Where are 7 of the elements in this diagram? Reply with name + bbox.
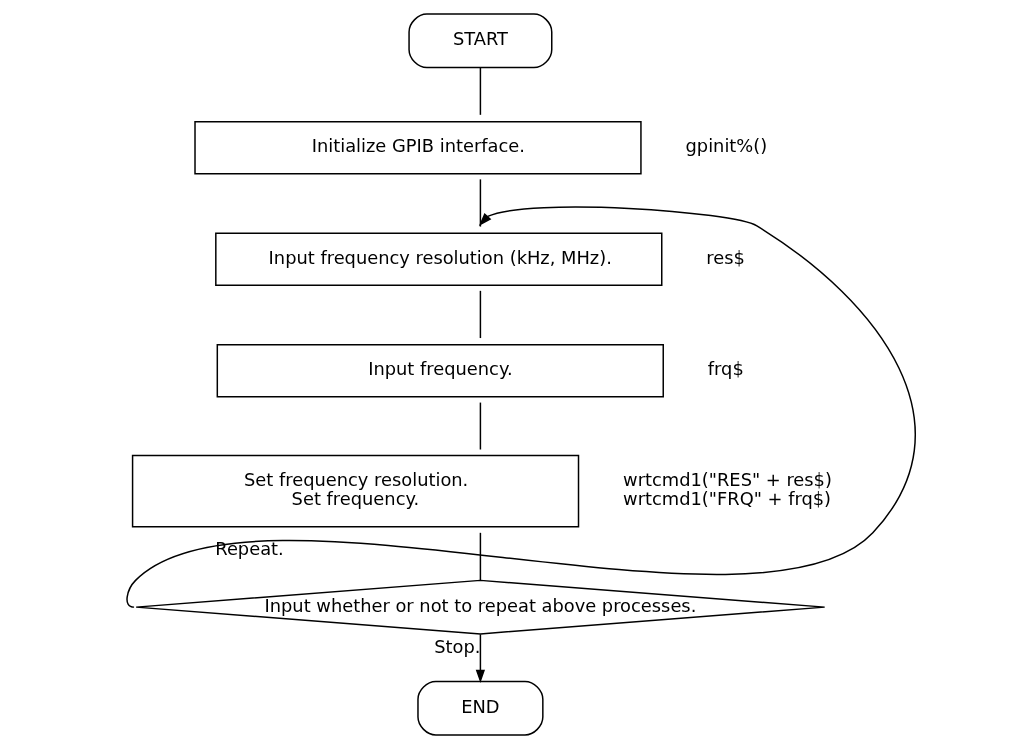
edge-label: Repeat.	[215, 537, 284, 559]
node-label: gpinit%()	[685, 135, 768, 157]
node-label: wrtcmd1("FRQ" + frq$)	[623, 488, 832, 510]
node-label: wrtcmd1("RES" + res$)	[623, 469, 832, 491]
edge-label: Stop.	[434, 635, 481, 657]
node-label: frq$	[707, 358, 744, 380]
node-label: res$	[706, 246, 745, 268]
